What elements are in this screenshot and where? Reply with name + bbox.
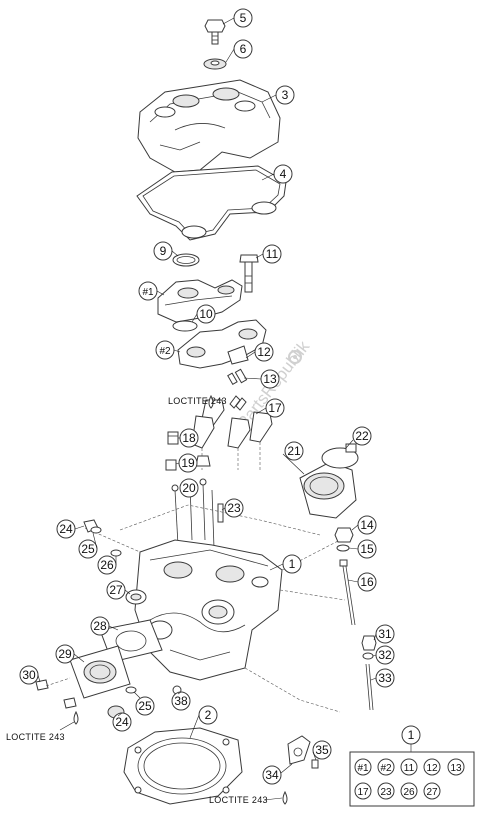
legend-item-12: 12 [426,763,438,774]
callout-30: 30 [22,668,36,682]
callout-21: 21 [287,444,301,458]
callout-19: 19 [181,456,195,470]
washer-32 [362,652,374,660]
callout-22: 22 [355,429,369,443]
nut-14 [334,527,354,543]
leader-lines [37,17,377,774]
callout-11: 11 [266,247,279,261]
stud-16 [339,559,356,626]
callout-5: 5 [240,11,247,25]
screw-35 [311,759,319,769]
legend-item-26: 26 [403,787,415,798]
callout-24-top: 24 [59,522,73,536]
callout-28: 28 [93,619,107,633]
legend-header: 1 [408,728,415,742]
callout-38: 38 [174,694,188,708]
pin-23 [217,503,224,523]
callout-33: 33 [378,671,392,685]
screw-12 [227,368,248,386]
callout-9: 9 [160,244,167,258]
callout-15: 15 [360,542,374,556]
bearing-bridge-2 [177,319,267,369]
callout-hash1: #1 [142,287,154,298]
bolt-11 [239,254,259,293]
loctite-drop-left [59,710,79,731]
callout-4: 4 [280,167,287,181]
callout-13: 13 [263,372,277,386]
callout-16: 16 [360,575,374,589]
callout-31: 31 [378,627,392,641]
intake-boot [299,461,357,519]
callout-2: 2 [205,708,212,722]
callout-12: 12 [257,345,271,359]
legend-row-2: 17 23 26 27 [354,782,441,800]
callout-25-bottom: 25 [138,699,152,713]
seal-25-top [90,526,102,534]
callout-10: 10 [199,307,213,321]
valve-cover-gasket [136,165,287,241]
sleeve-27 [125,589,147,605]
callout-18: 18 [182,431,196,445]
callout-34: 34 [265,768,279,782]
callout-1: 1 [289,557,296,571]
loctite-label-top: LOCTITE 243 [168,396,227,406]
plug-26 [110,549,122,557]
valves-20 [171,478,215,549]
callouts: 5 6 3 4 9 11 #1 10 #2 12 13 17 18 19 20 … [19,8,395,785]
legend-item-hash1: #1 [357,763,369,774]
callout-26: 26 [100,558,114,572]
legend-item-11: 11 [404,763,415,774]
cover-washer [203,58,227,70]
callout-24-bottom: 24 [115,715,129,729]
head-gasket [123,727,243,805]
screw-13 [229,395,247,411]
cylinder-head [134,539,283,681]
watermark-gear-icon [288,350,302,364]
legend-item-23: 23 [380,787,392,798]
callout-23: 23 [227,501,241,515]
exhaust-flange-29 [69,645,131,699]
hose-clamp [321,443,359,469]
valve-cap-18 [167,431,179,445]
callout-14: 14 [360,518,374,532]
seal-25-bottom [125,686,137,694]
washer-15 [336,544,350,552]
bearing-bridge-1 [157,279,243,323]
callout-27: 27 [109,583,123,597]
cover-screw [204,19,226,45]
assembly-legend: 1 #1 #2 11 12 13 17 23 26 27 [349,725,475,807]
nut-31 [361,635,377,651]
callout-6: 6 [240,42,247,56]
valve-cover [137,79,281,173]
stud-33 [365,663,374,711]
bolt-30 [35,677,77,709]
loctite-drop-top [208,394,214,409]
callout-3: 3 [282,88,289,102]
loctite-label-bottom: LOCTITE 243 [209,795,268,805]
legend-item-27: 27 [426,787,438,798]
loctite-drop-bottom [282,790,288,805]
callout-35: 35 [315,743,329,757]
legend-item-17: 17 [357,787,369,798]
callout-25-top: 25 [81,542,95,556]
callout-17: 17 [268,401,282,415]
o-ring-10 [172,320,198,332]
loctite-label-left: LOCTITE 243 [6,732,65,742]
callout-20: 20 [182,481,196,495]
callout-hash2: #2 [159,346,171,357]
callout-32: 32 [378,648,392,662]
legend-item-hash2: #2 [380,763,392,774]
callout-29: 29 [58,647,72,661]
legend-row-1: #1 #2 11 12 13 [354,758,465,776]
legend-item-13: 13 [450,763,462,774]
chain-guide-34 [287,735,311,765]
o-ring-9 [172,253,200,267]
